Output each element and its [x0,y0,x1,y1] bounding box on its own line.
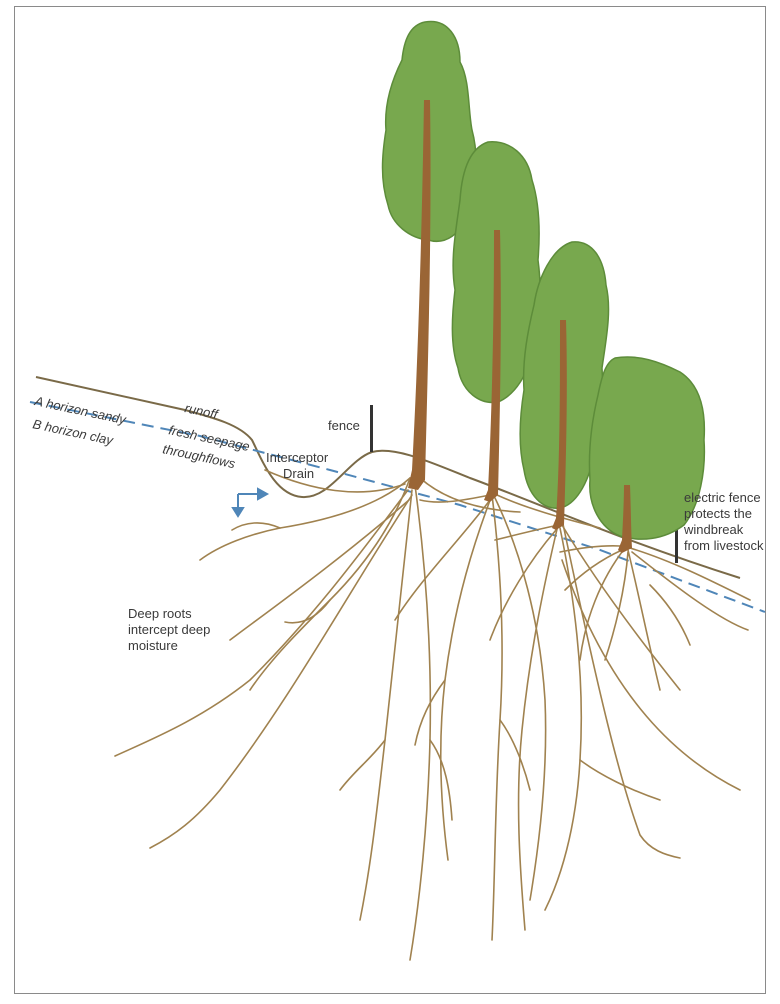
throughflow-arrows [233,489,267,516]
label-deep-roots-1: Deep roots [128,606,192,621]
label-electric-fence-4: from livestock [684,538,764,553]
label-electric-fence-2: protects the [684,506,752,521]
label-electric-fence-3: windbreak [683,522,744,537]
label-runoff: runoff [183,400,220,422]
fence-post [370,405,373,452]
label-drain: Drain [283,466,314,481]
label-deep-roots-2: intercept deep [128,622,210,637]
label-interceptor: Interceptor [266,450,329,465]
label-electric-fence-1: electric fence [684,490,761,505]
label-fence: fence [328,418,360,433]
root-system [115,470,750,960]
label-deep-roots-3: moisture [128,638,178,653]
